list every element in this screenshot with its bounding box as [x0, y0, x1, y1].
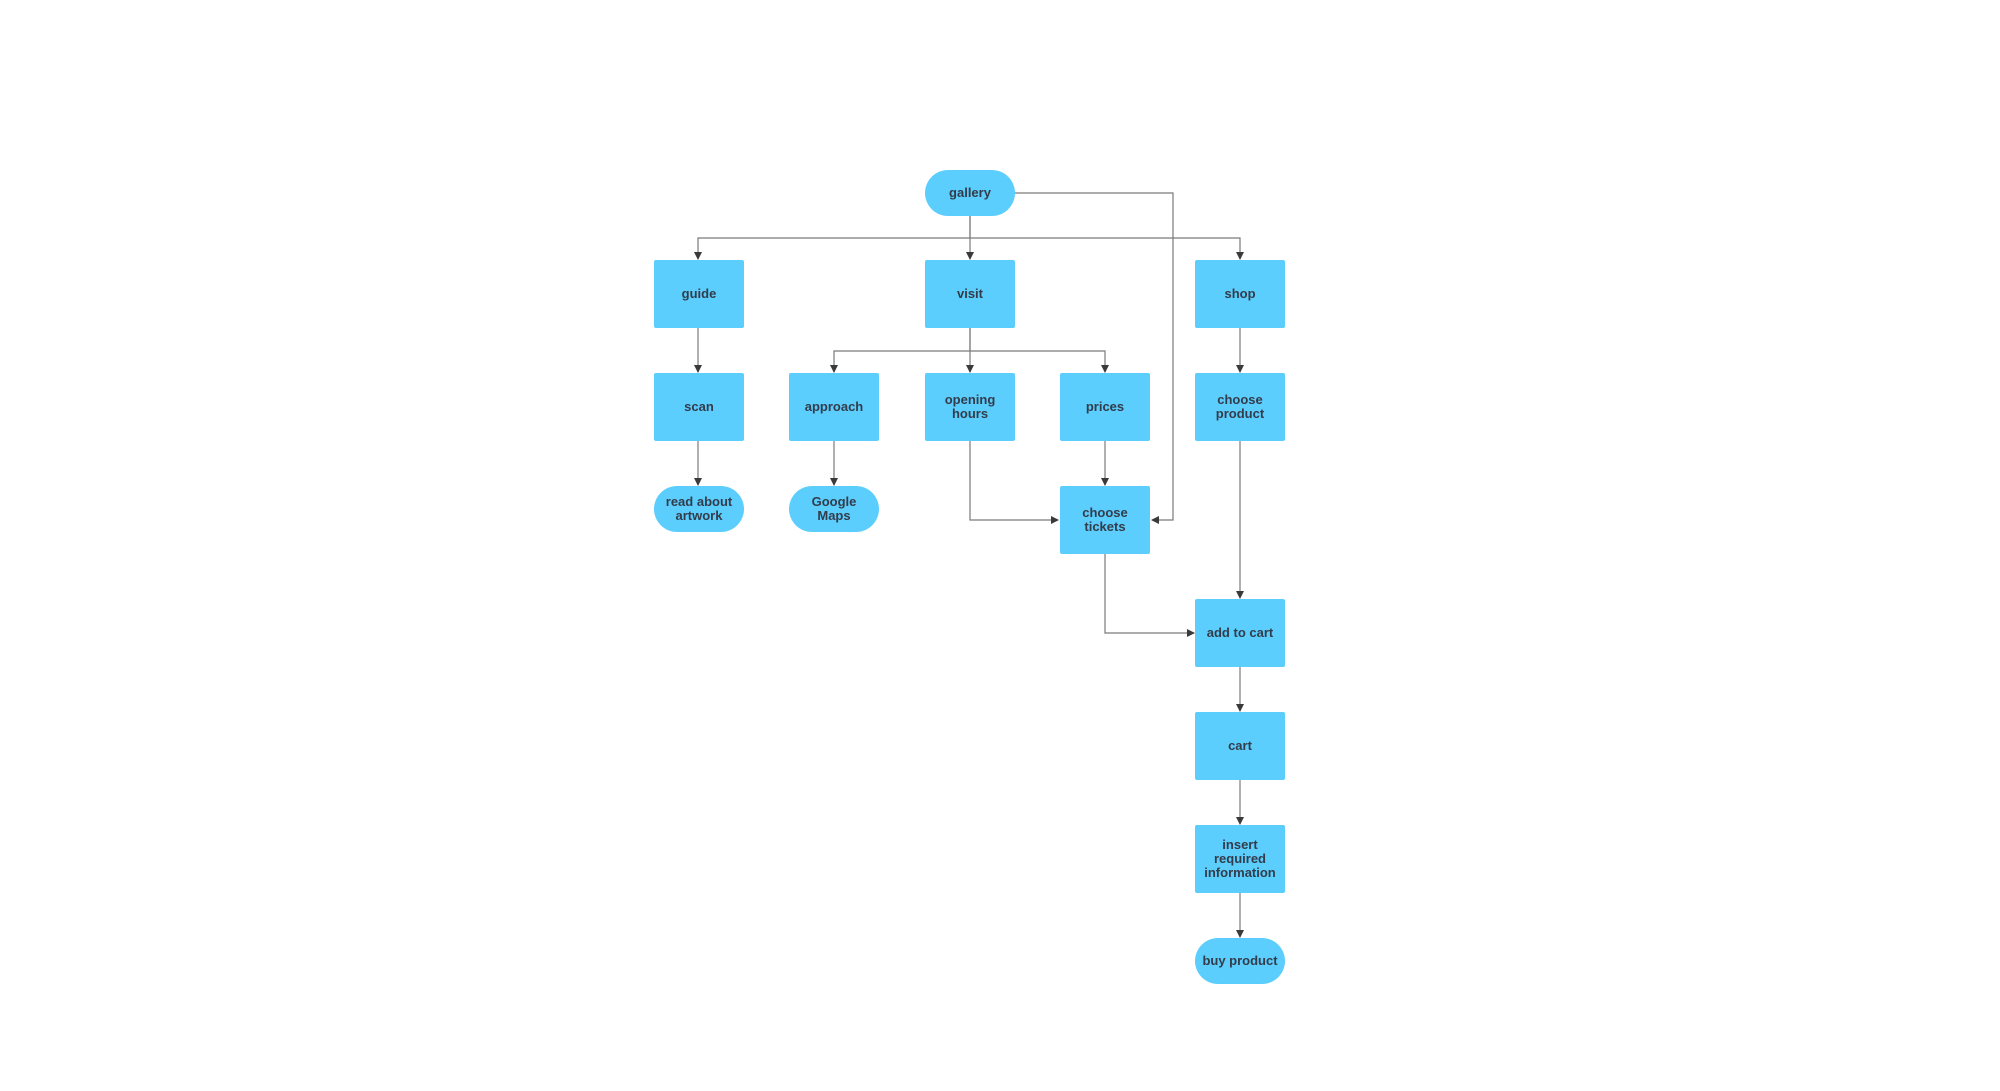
node-insert-required-information: insert required information	[1195, 825, 1285, 893]
node-scan: scan	[654, 373, 744, 441]
node-google-maps: Google Maps	[789, 486, 879, 532]
connector-visit-prices	[970, 350, 1109, 373]
connector-gallery-guide	[694, 216, 971, 260]
node-add-to-cart-label: add to cart	[1206, 625, 1274, 640]
node-scan-label: scan	[684, 399, 714, 414]
node-gallery: gallery	[925, 170, 1015, 216]
node-choose-tickets-label: choose tickets	[1082, 505, 1128, 534]
node-guide: guide	[654, 260, 744, 328]
node-visit-label: visit	[956, 286, 983, 301]
node-opening-hours: opening hours	[925, 373, 1015, 441]
node-read-about-artwork: read about artwork	[654, 486, 744, 532]
connector-gallery-choose-tickets	[1015, 192, 1174, 524]
node-approach-label: approach	[804, 399, 864, 414]
connector-choose-tickets-add-to-cart	[1104, 554, 1195, 637]
node-gallery-label: gallery	[949, 185, 991, 200]
node-prices-label: prices	[1085, 399, 1125, 414]
node-choose-product: choose product	[1195, 373, 1285, 441]
node-visit: visit	[925, 260, 1015, 328]
node-buy-product: buy product	[1195, 938, 1285, 984]
node-buy-product-label: buy product	[1202, 953, 1278, 968]
node-read-about-artwork-label: read about artwork	[665, 494, 733, 523]
connector-visit-approach	[830, 328, 971, 373]
node-prices: prices	[1060, 373, 1150, 441]
node-insert-required-information-label: insert required information	[1204, 837, 1276, 880]
connector-opening-hours-choose-tickets	[969, 441, 1059, 524]
node-shop: shop	[1195, 260, 1285, 328]
node-choose-tickets: choose tickets	[1060, 486, 1150, 554]
node-choose-product-label: choose product	[1215, 392, 1265, 421]
node-opening-hours-label: opening hours	[944, 392, 996, 421]
node-add-to-cart: add to cart	[1195, 599, 1285, 667]
connector-gallery-shop	[970, 237, 1244, 260]
node-shop-label: shop	[1224, 286, 1256, 301]
node-guide-label: guide	[681, 286, 717, 301]
node-approach: approach	[789, 373, 879, 441]
node-cart-label: cart	[1228, 738, 1252, 753]
node-google-maps-label: Google Maps	[811, 494, 857, 523]
node-cart: cart	[1195, 712, 1285, 780]
